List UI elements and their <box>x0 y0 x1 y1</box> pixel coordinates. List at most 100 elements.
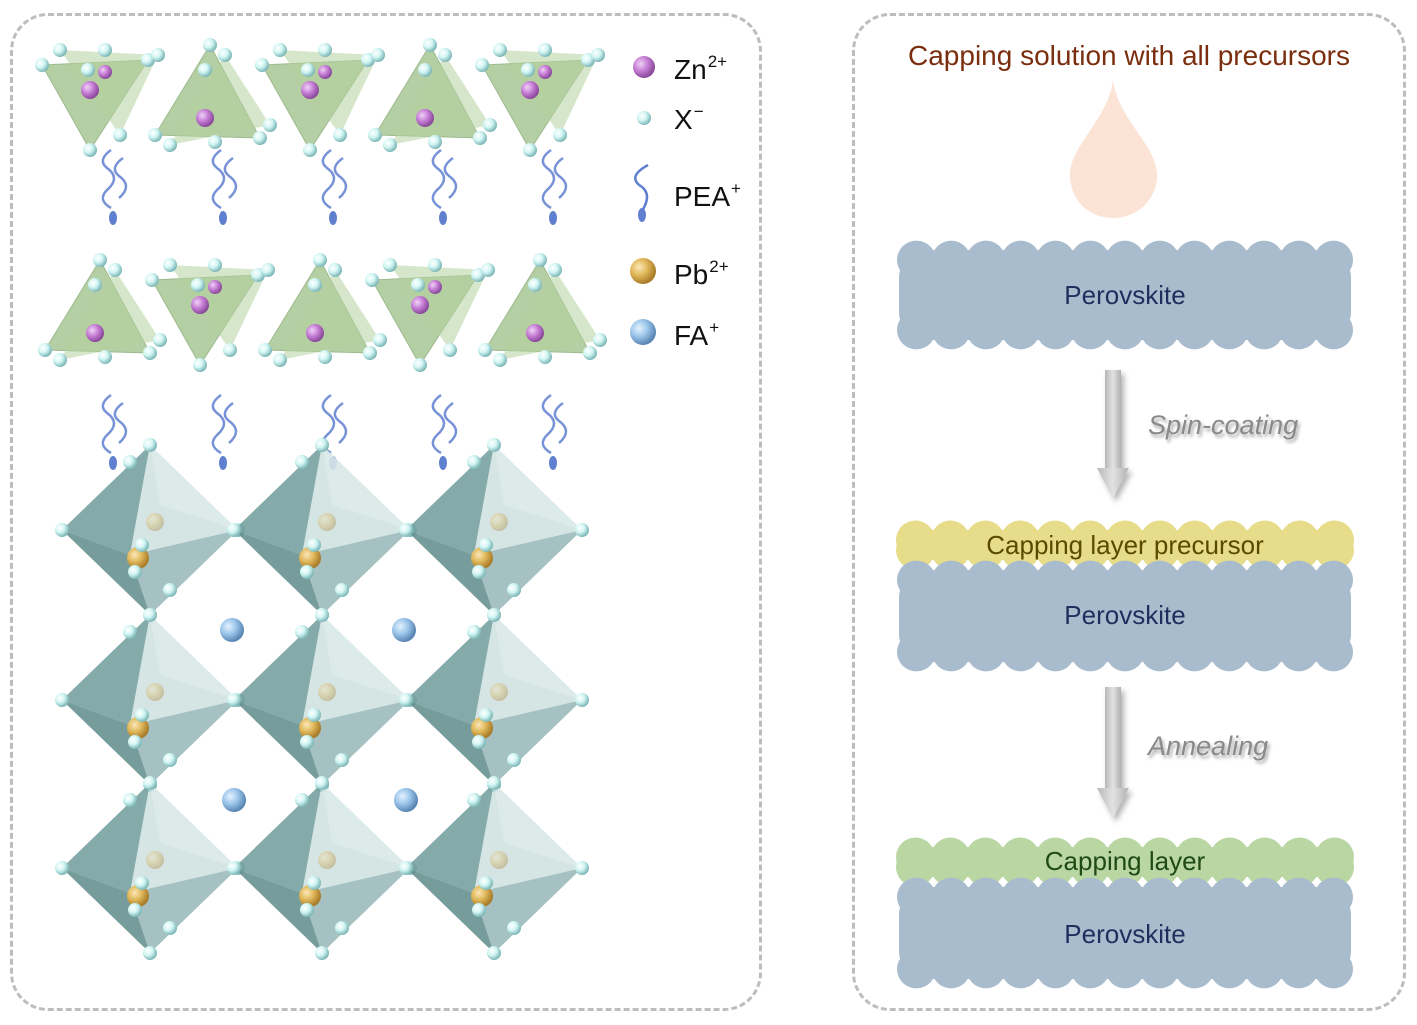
layer-bump <box>1314 877 1353 917</box>
halide-atom <box>467 793 481 807</box>
halide-atom <box>123 793 137 807</box>
layer-bump <box>1245 530 1285 570</box>
layer-bump <box>1314 310 1353 350</box>
capping-precursor-label: Capping layer precursor <box>986 530 1264 560</box>
layer-bump <box>1210 847 1250 887</box>
halide-atom <box>273 43 287 57</box>
legend-label-fa: FA+ <box>674 318 720 351</box>
layer-bump <box>965 530 1005 570</box>
process-panel <box>852 13 1406 1011</box>
halide-atom <box>38 343 52 357</box>
halide-atom <box>473 131 487 145</box>
pb-atom <box>127 885 149 907</box>
octa-face <box>406 783 494 893</box>
octa-face <box>62 700 150 785</box>
layer-bump <box>897 949 936 989</box>
octa-face <box>494 445 582 530</box>
halide-atom <box>208 135 222 149</box>
layer-bump <box>1175 310 1214 350</box>
octa-face <box>234 615 322 725</box>
layer-bump <box>1244 560 1284 600</box>
halide-atom <box>315 608 329 622</box>
layer-bump <box>1140 530 1180 570</box>
arrow-shaft <box>1105 370 1121 470</box>
pea-chain <box>553 156 568 199</box>
arrow-head <box>1097 468 1129 498</box>
tetra-face <box>280 270 380 360</box>
halide-atom <box>472 903 486 917</box>
layer-bump <box>931 877 971 917</box>
pb-atom <box>299 717 321 739</box>
halide-atom <box>575 523 589 537</box>
annealing-arrow-icon <box>1097 687 1129 818</box>
layer-bump <box>966 632 1006 672</box>
halide-atom <box>263 118 277 132</box>
pea-head <box>109 211 117 225</box>
pea-head <box>549 211 557 225</box>
halide-atom <box>255 58 269 72</box>
layer-bump <box>1175 949 1214 989</box>
octa-face <box>302 700 410 785</box>
halide-atom <box>128 735 142 749</box>
layer-bump <box>966 310 1006 350</box>
halide-atom <box>55 693 69 707</box>
pea-chain <box>223 156 238 199</box>
halide-atom <box>467 455 481 469</box>
zn-tetrahedron <box>145 258 275 372</box>
pea-chain <box>443 156 458 199</box>
halide-atom <box>53 353 67 367</box>
halide-atom <box>295 455 309 469</box>
layer-bump <box>930 847 970 887</box>
pea-chain <box>333 156 348 199</box>
layer-bump <box>1105 847 1145 887</box>
layer-bump <box>1314 949 1353 989</box>
halide-atom <box>481 263 495 277</box>
pb-octahedron <box>399 608 589 792</box>
halide-atom <box>553 128 567 142</box>
halide-atom <box>307 708 321 722</box>
layer-bump <box>897 310 936 350</box>
halide-atom <box>83 143 97 157</box>
octa-face <box>62 615 150 725</box>
pb-atom-back <box>146 513 164 531</box>
zn-atom <box>196 109 214 127</box>
layer-bump <box>931 560 971 600</box>
halide-atom <box>371 48 385 62</box>
layer-bump <box>1001 310 1041 350</box>
zn-atom <box>98 65 112 79</box>
halide-atom <box>227 861 241 875</box>
halide-atom <box>143 608 157 622</box>
pea-chain <box>541 148 556 210</box>
octa-face <box>322 615 410 700</box>
zn-tetrahedron <box>148 38 277 152</box>
layer-bump <box>1070 310 1110 350</box>
octa-face <box>494 615 582 700</box>
layer-bump <box>1140 847 1180 887</box>
halide-atom <box>548 263 562 277</box>
layer-bump <box>1314 560 1353 600</box>
pb-octahedron <box>55 608 245 792</box>
pea-head <box>439 211 447 225</box>
layer-bump <box>1244 877 1284 917</box>
pea-chain <box>431 393 446 455</box>
layer-bump <box>1001 560 1041 600</box>
layer-bump <box>897 877 936 917</box>
octa-face <box>322 445 410 530</box>
halide-atom <box>261 263 275 277</box>
structure-panel <box>10 13 762 1011</box>
halide-atom <box>88 278 102 292</box>
layer-bump <box>931 310 971 350</box>
halide-atom <box>315 438 329 452</box>
layer-bump <box>1036 560 1075 600</box>
layer-bump <box>1105 310 1145 350</box>
halide-atom <box>163 138 177 152</box>
halide-atom <box>123 625 137 639</box>
halide-atom <box>335 583 349 597</box>
halide-atom <box>438 48 452 62</box>
layer-bump <box>1036 949 1075 989</box>
fa-cation <box>222 788 246 812</box>
layer-bump <box>931 240 971 280</box>
halide-atom <box>428 135 442 149</box>
octa-face <box>62 868 150 953</box>
pea-legend-head <box>638 208 646 222</box>
